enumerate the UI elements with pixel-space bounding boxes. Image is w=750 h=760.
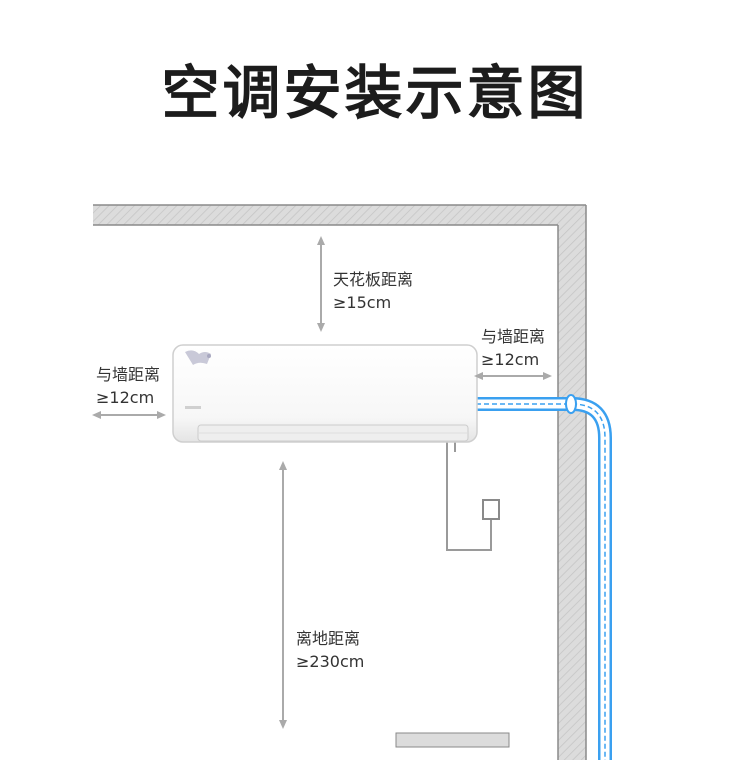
right-wall-clearance-label: 与墙距离 ≥12cm: [481, 325, 545, 371]
floor-clearance-text: 离地距离: [296, 629, 361, 648]
power-cable: [446, 442, 492, 551]
ceiling-clearance-value: ≥15cm: [333, 293, 392, 312]
power-socket: [482, 499, 500, 520]
floor-clearance-value: ≥230cm: [296, 652, 365, 671]
left-wall-clearance-text: 与墙距离: [96, 365, 161, 384]
air-conditioner-unit: [172, 344, 478, 443]
floor-marker: [395, 732, 510, 748]
right-wall: [557, 205, 587, 760]
left-wall-clearance-label: 与墙距离 ≥12cm: [96, 363, 160, 409]
ceiling-clearance-text: 天花板距离: [333, 270, 414, 289]
floor-clearance-label: 离地距离 ≥230cm: [296, 627, 364, 673]
right-wall-clearance-text: 与墙距离: [481, 327, 546, 346]
brand-logo-icon: [185, 350, 211, 365]
display-strip: [185, 406, 201, 409]
diagram-title: 空调安装示意图: [161, 59, 589, 127]
drain-pipe: [469, 394, 612, 760]
right-wall-clearance-value: ≥12cm: [481, 350, 540, 369]
ceiling-clearance-label: 天花板距离 ≥15cm: [333, 268, 413, 314]
ceiling: [93, 204, 586, 226]
left-wall-clearance-value: ≥12cm: [96, 388, 155, 407]
